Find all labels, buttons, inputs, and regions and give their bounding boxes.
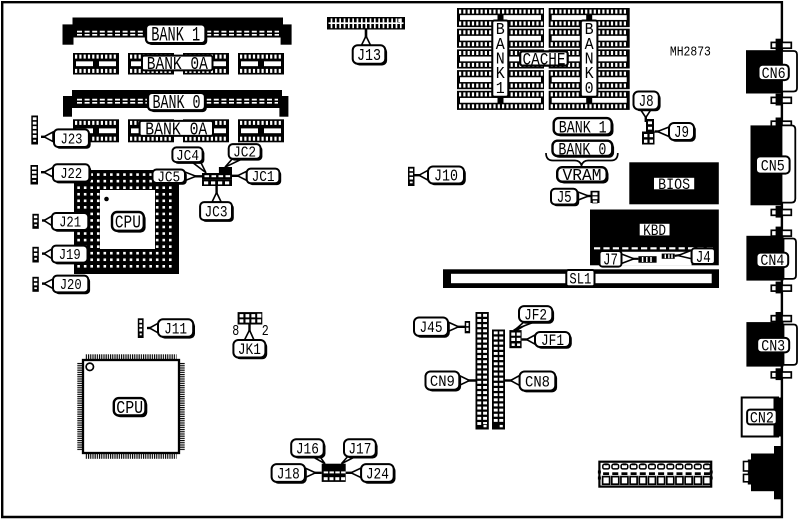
svg-text:1: 1 xyxy=(496,79,505,98)
svg-text:2: 2 xyxy=(262,324,269,340)
svg-text:BANK 1: BANK 1 xyxy=(559,118,607,138)
svg-text:J4: J4 xyxy=(696,248,711,267)
svg-text:N: N xyxy=(496,50,505,69)
svg-text:BANK 0A: BANK 0A xyxy=(147,54,209,75)
svg-text:N: N xyxy=(585,50,594,69)
svg-text:B: B xyxy=(585,20,594,39)
svg-text:J13: J13 xyxy=(357,46,381,65)
svg-text:JF1: JF1 xyxy=(541,332,564,350)
svg-text:JC5: JC5 xyxy=(157,170,180,186)
svg-text:CN8: CN8 xyxy=(525,373,550,391)
svg-text:CPU: CPU xyxy=(115,214,141,234)
svg-text:BANK 1: BANK 1 xyxy=(151,25,200,48)
svg-text:J22: J22 xyxy=(60,167,82,183)
svg-text:K: K xyxy=(585,64,594,83)
svg-text:A: A xyxy=(585,35,594,54)
svg-text:SL1: SL1 xyxy=(569,271,591,289)
svg-text:J23: J23 xyxy=(61,132,83,148)
svg-text:BANK 0: BANK 0 xyxy=(558,140,606,160)
svg-text:JC1: JC1 xyxy=(252,170,275,186)
svg-text:KBD: KBD xyxy=(643,222,666,240)
svg-text:VRAM: VRAM xyxy=(563,166,602,185)
svg-text:J8: J8 xyxy=(639,92,654,111)
svg-text:K: K xyxy=(496,64,505,83)
svg-text:JK1: JK1 xyxy=(238,341,261,359)
svg-text:JC4: JC4 xyxy=(176,149,199,165)
svg-text:J45: J45 xyxy=(420,319,443,337)
svg-text:J18: J18 xyxy=(277,465,300,483)
svg-text:J10: J10 xyxy=(434,167,458,186)
svg-text:CN3: CN3 xyxy=(761,338,785,356)
svg-text:CACHE: CACHE xyxy=(523,51,566,70)
svg-text:J21: J21 xyxy=(59,216,81,232)
svg-text:A: A xyxy=(496,35,505,54)
svg-text:BANK 0A: BANK 0A xyxy=(145,120,208,141)
svg-text:JC2: JC2 xyxy=(233,146,256,162)
svg-text:JC3: JC3 xyxy=(205,203,228,221)
svg-text:J9: J9 xyxy=(674,123,689,142)
svg-text:CPU: CPU xyxy=(116,397,143,419)
svg-text:J7: J7 xyxy=(603,250,618,269)
svg-text:CN9: CN9 xyxy=(430,373,455,391)
svg-text:B: B xyxy=(496,20,505,39)
svg-text:8: 8 xyxy=(232,324,239,340)
svg-text:CN6: CN6 xyxy=(762,65,786,83)
svg-text:MH2873: MH2873 xyxy=(670,45,711,61)
svg-text:CN4: CN4 xyxy=(760,252,784,270)
svg-text:J20: J20 xyxy=(60,278,82,294)
svg-text:J19: J19 xyxy=(59,248,81,264)
svg-text:J5: J5 xyxy=(557,188,572,207)
svg-text:J16: J16 xyxy=(296,440,319,458)
svg-text:BIOS: BIOS xyxy=(658,176,690,194)
svg-text:BANK 0: BANK 0 xyxy=(153,92,201,114)
svg-text:J24: J24 xyxy=(366,465,389,483)
svg-text:JF2: JF2 xyxy=(524,306,547,324)
svg-text:CN2: CN2 xyxy=(750,409,774,427)
svg-text:J17: J17 xyxy=(348,440,371,458)
svg-text:CN5: CN5 xyxy=(761,157,785,175)
svg-text:J11: J11 xyxy=(164,320,187,338)
svg-text:0: 0 xyxy=(585,79,594,98)
